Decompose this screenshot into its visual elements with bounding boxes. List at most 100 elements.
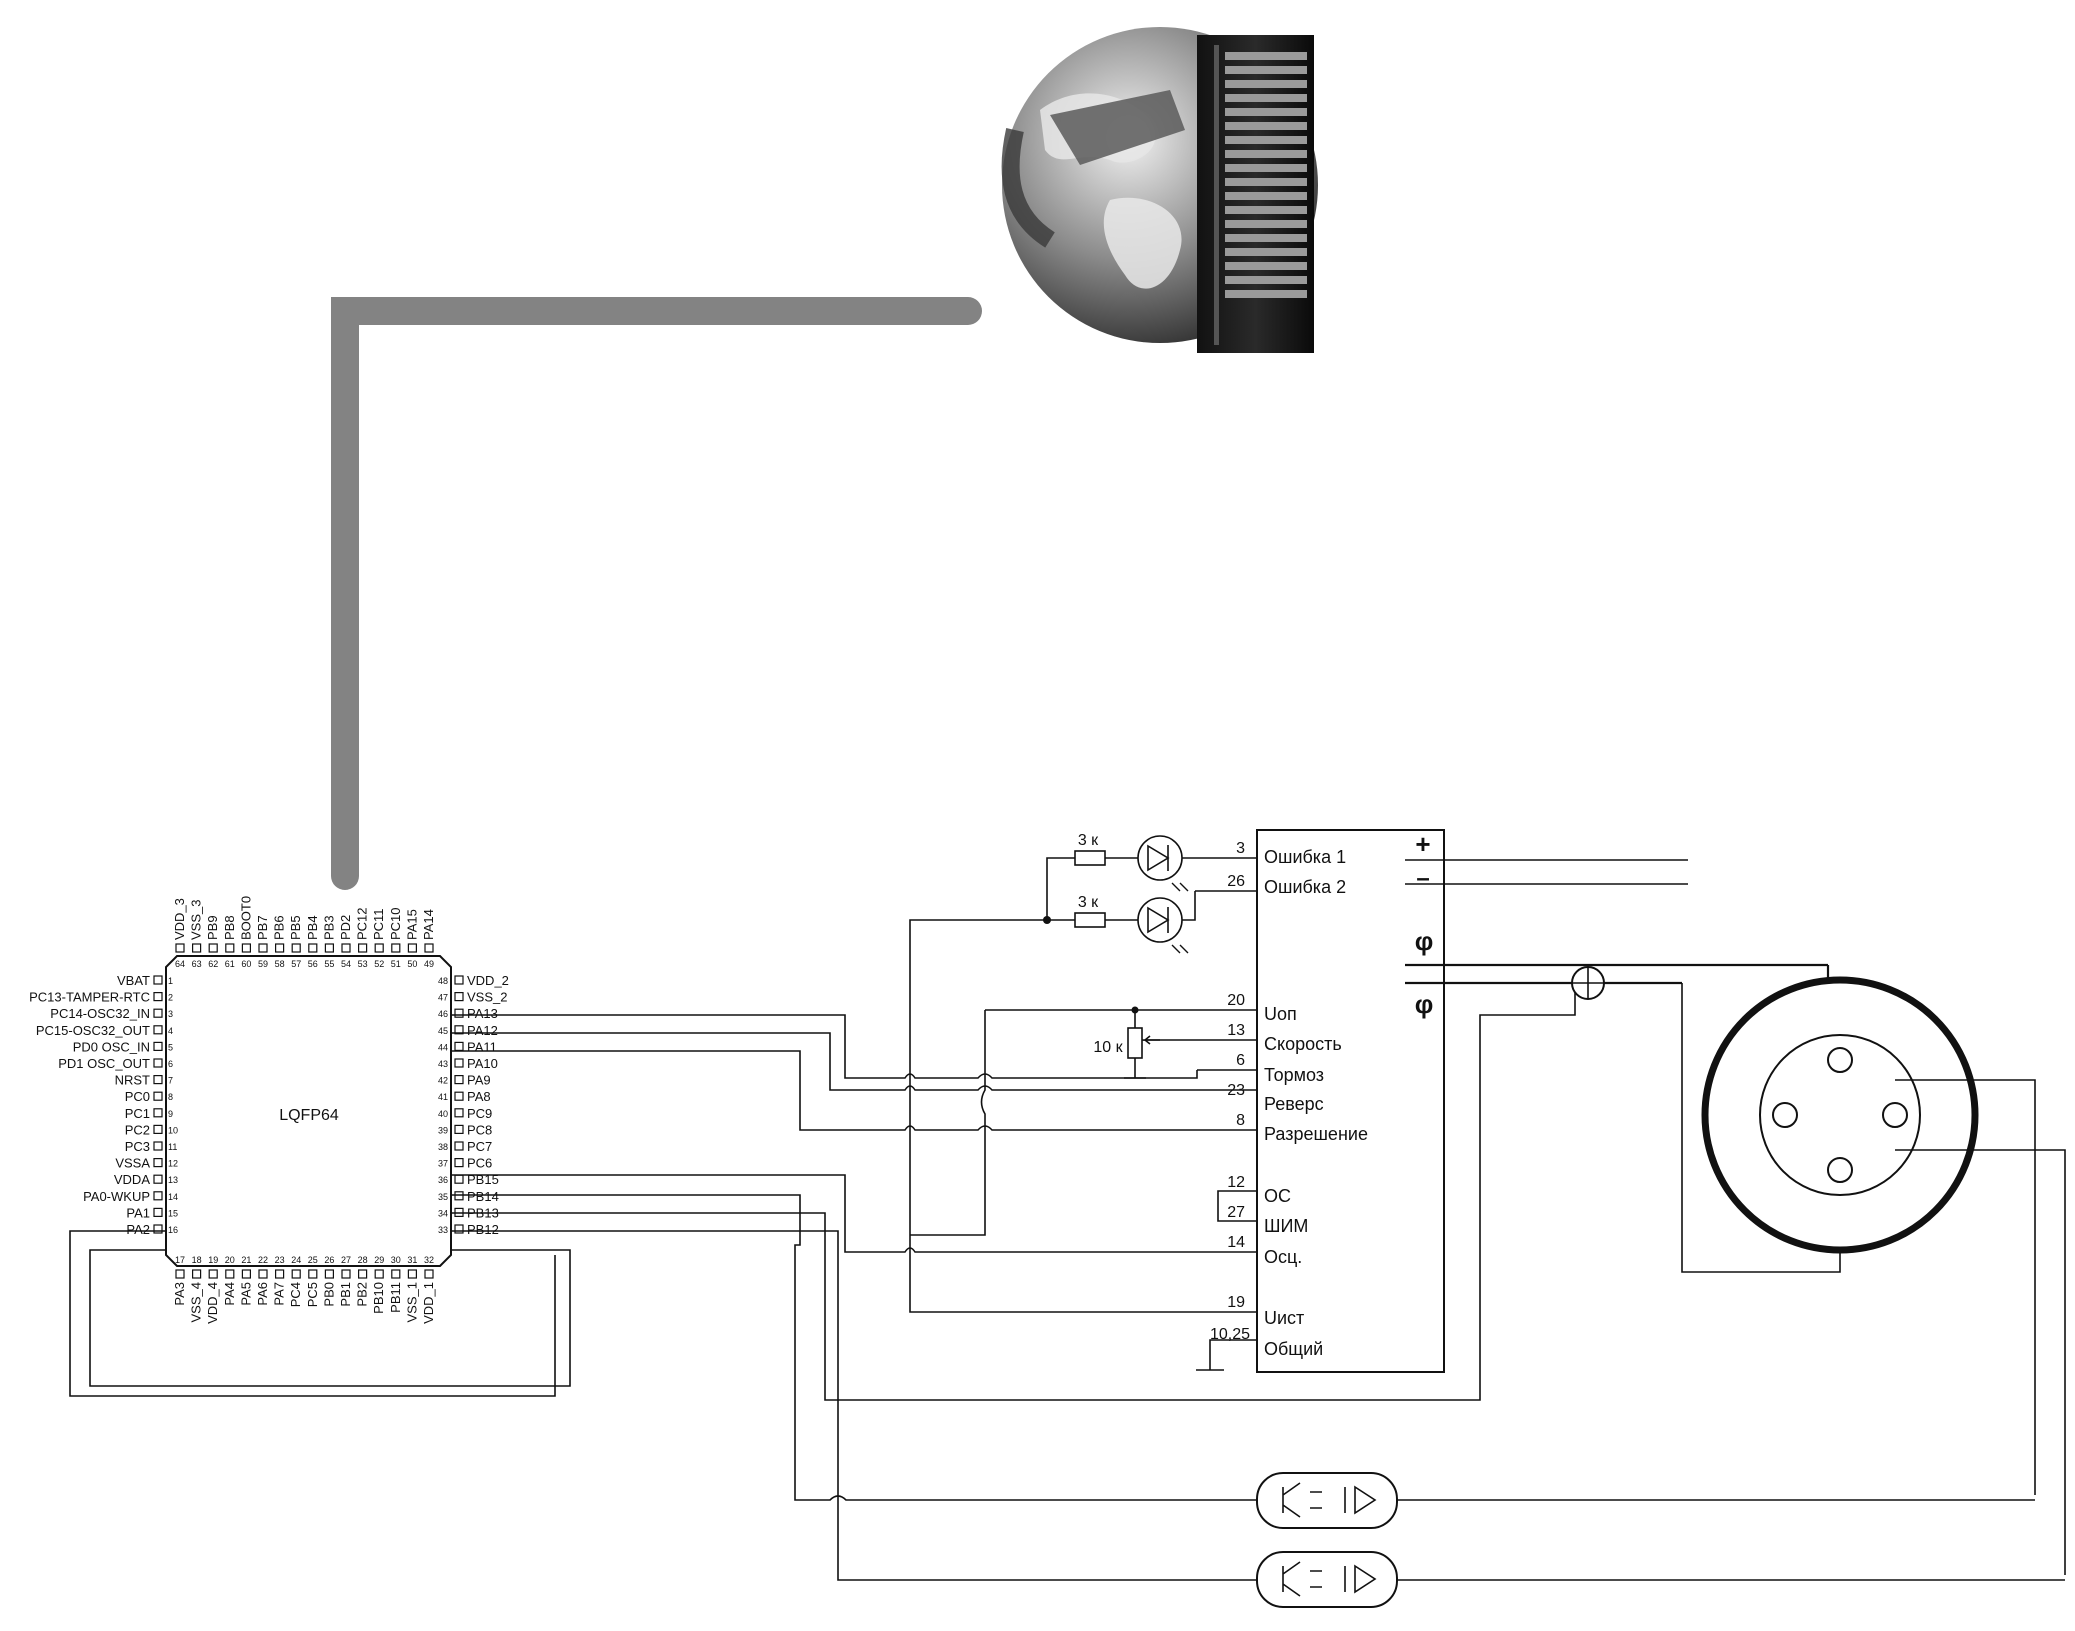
mcu-pin-pad-right bbox=[454, 1141, 464, 1151]
power-lines bbox=[1405, 859, 1841, 1273]
mcu-pin-label-right: PB14 bbox=[467, 1189, 499, 1204]
mcu-pin-num-right: 39 bbox=[438, 1125, 448, 1135]
network-cable bbox=[331, 297, 982, 890]
mcu-pin-num-left: 14 bbox=[168, 1192, 178, 1202]
mcu-pin-pad-left bbox=[153, 1191, 163, 1201]
mcu-pin-label-right: PC9 bbox=[467, 1106, 492, 1121]
mcu-pin-label-left: PC13-TAMPER-RTC bbox=[29, 990, 150, 1005]
mcu-pin-pad-right bbox=[454, 1224, 464, 1234]
mcu-pin-label-bottom: VSS_4 bbox=[189, 1282, 204, 1322]
mcu-pin-label-top: PB4 bbox=[305, 915, 320, 940]
mcu-pin-num-left: 3 bbox=[168, 1009, 173, 1019]
mcu-pin-pad-bottom bbox=[341, 1269, 351, 1279]
mcu-pin-num-bottom: 20 bbox=[225, 1255, 235, 1265]
svg-text:Реверс: Реверс bbox=[1264, 1094, 1324, 1114]
mcu-pin-pad-bottom bbox=[175, 1269, 185, 1279]
mcu-pin-label-right: PC6 bbox=[467, 1156, 492, 1171]
mcu-pin-pad-right bbox=[454, 1041, 464, 1052]
mcu-pin-label-right: PB12 bbox=[467, 1222, 499, 1237]
mcu-pin-num-left: 12 bbox=[168, 1159, 178, 1169]
optocoupler-1-icon bbox=[1256, 1472, 2035, 1529]
mcu-pin-num-bottom: 22 bbox=[258, 1255, 268, 1265]
mcu-pin-pad-left bbox=[153, 975, 163, 985]
mcu-pin-pad-top bbox=[291, 943, 301, 953]
mcu-pin-num-right: 45 bbox=[438, 1026, 448, 1036]
mcu-pin-num-top: 62 bbox=[208, 959, 218, 969]
svg-text:Uист: Uист bbox=[1264, 1308, 1304, 1328]
mcu-pin-pad-right bbox=[454, 1008, 464, 1018]
mcu-pin-num-left: 5 bbox=[168, 1042, 173, 1052]
mcu-pin-num-right: 42 bbox=[438, 1076, 448, 1086]
mcu-pin-num-bottom: 27 bbox=[341, 1255, 351, 1265]
mcu-pin-num-left: 9 bbox=[168, 1109, 173, 1119]
mcu-pin-label-left: VDDA bbox=[114, 1172, 150, 1187]
mcu-pin-pad-right bbox=[454, 1108, 464, 1118]
mcu-pin-pad-left bbox=[153, 1124, 163, 1135]
mcu-pin-label-top: PA15 bbox=[404, 909, 419, 940]
motor-icon bbox=[1701, 965, 2066, 1575]
mcu-pin-pad-bottom bbox=[407, 1269, 417, 1279]
mcu-pin-pad-right bbox=[454, 1074, 464, 1085]
mcu-pin-num-right: 37 bbox=[438, 1159, 448, 1169]
pot-label: 10 к bbox=[1093, 1039, 1123, 1056]
mcu-pin-num-top: 52 bbox=[374, 959, 384, 969]
mcu-pin-pad-right bbox=[454, 991, 464, 1002]
mcu-pin-label-left: PC14-OSC32_IN bbox=[50, 1006, 150, 1021]
mcu-pin-num-right: 43 bbox=[438, 1059, 448, 1069]
mcu-pin-pad-left bbox=[153, 1041, 163, 1052]
mcu-pin-num-top: 56 bbox=[308, 959, 318, 969]
mcu-pin-pad-top bbox=[258, 943, 268, 953]
mcu-pin-pad-left bbox=[153, 1108, 163, 1118]
svg-text:Осц.: Осц. bbox=[1264, 1247, 1302, 1267]
mcu-pin-num-bottom: 32 bbox=[424, 1255, 434, 1265]
mcu-pin-label-left: PA1 bbox=[126, 1205, 150, 1220]
mcu-pin-label-right: VSS_2 bbox=[467, 990, 507, 1005]
mcu-pin-pad-top bbox=[192, 943, 202, 953]
mcu-pin-pad-bottom bbox=[424, 1269, 434, 1279]
mcu-pin-label-right: VDD_2 bbox=[467, 973, 509, 988]
mcu-pin-num-top: 60 bbox=[241, 959, 251, 969]
mcu-pin-pad-right bbox=[454, 1174, 464, 1184]
mcu-pin-num-top: 57 bbox=[291, 959, 301, 969]
svg-text:ОС: ОС bbox=[1264, 1186, 1291, 1206]
mcu-pin-pad-top bbox=[374, 943, 384, 953]
mcu-pin-label-right: PA13 bbox=[467, 1006, 498, 1021]
mcu-pin-pad-top bbox=[391, 943, 401, 953]
mcu-pin-num-top: 53 bbox=[358, 959, 368, 969]
mcu-pin-label-bottom: PA7 bbox=[272, 1282, 287, 1306]
svg-text:20: 20 bbox=[1227, 992, 1245, 1009]
svg-text:12: 12 bbox=[1227, 1174, 1245, 1191]
mcu-pin-label-left: PC15-OSC32_OUT bbox=[36, 1023, 150, 1038]
mcu-pin-pad-left bbox=[153, 1074, 163, 1085]
mcu-pin-label-top: PC12 bbox=[355, 907, 370, 940]
mcu-pin-num-top: 61 bbox=[225, 959, 235, 969]
svg-text:Ошибка 2: Ошибка 2 bbox=[1264, 877, 1346, 897]
driver-plus: + bbox=[1415, 829, 1430, 859]
mcu-pin-num-bottom: 19 bbox=[208, 1255, 218, 1265]
svg-text:10,25: 10,25 bbox=[1210, 1326, 1250, 1343]
mcu-pin-pad-bottom bbox=[275, 1269, 285, 1279]
mcu-pin-label-bottom: PB11 bbox=[388, 1282, 403, 1313]
mcu-pin-num-top: 58 bbox=[275, 959, 285, 969]
mcu-pin-num-bottom: 28 bbox=[358, 1255, 368, 1265]
mcu-pin-num-top: 54 bbox=[341, 959, 351, 969]
mcu-pin-num-left: 1 bbox=[168, 976, 173, 986]
mcu-pin-pad-bottom bbox=[391, 1269, 401, 1279]
mcu-pin-label-top: PB9 bbox=[205, 915, 220, 940]
mcu-pin-num-bottom: 23 bbox=[275, 1255, 285, 1265]
resistor-1-label: 3 к bbox=[1078, 832, 1099, 849]
mcu-pin-label-bottom: PC4 bbox=[288, 1282, 303, 1307]
mcu-pin-num-left: 7 bbox=[168, 1076, 173, 1086]
mcu-pin-num-left: 8 bbox=[168, 1092, 173, 1102]
mcu-pin-num-right: 33 bbox=[438, 1225, 448, 1235]
mcu-pin-pad-bottom bbox=[225, 1269, 235, 1279]
mcu-pin-num-bottom: 30 bbox=[391, 1255, 401, 1265]
mcu-pin-label-top: PC11 bbox=[371, 908, 386, 940]
mcu-pin-num-right: 38 bbox=[438, 1142, 448, 1152]
